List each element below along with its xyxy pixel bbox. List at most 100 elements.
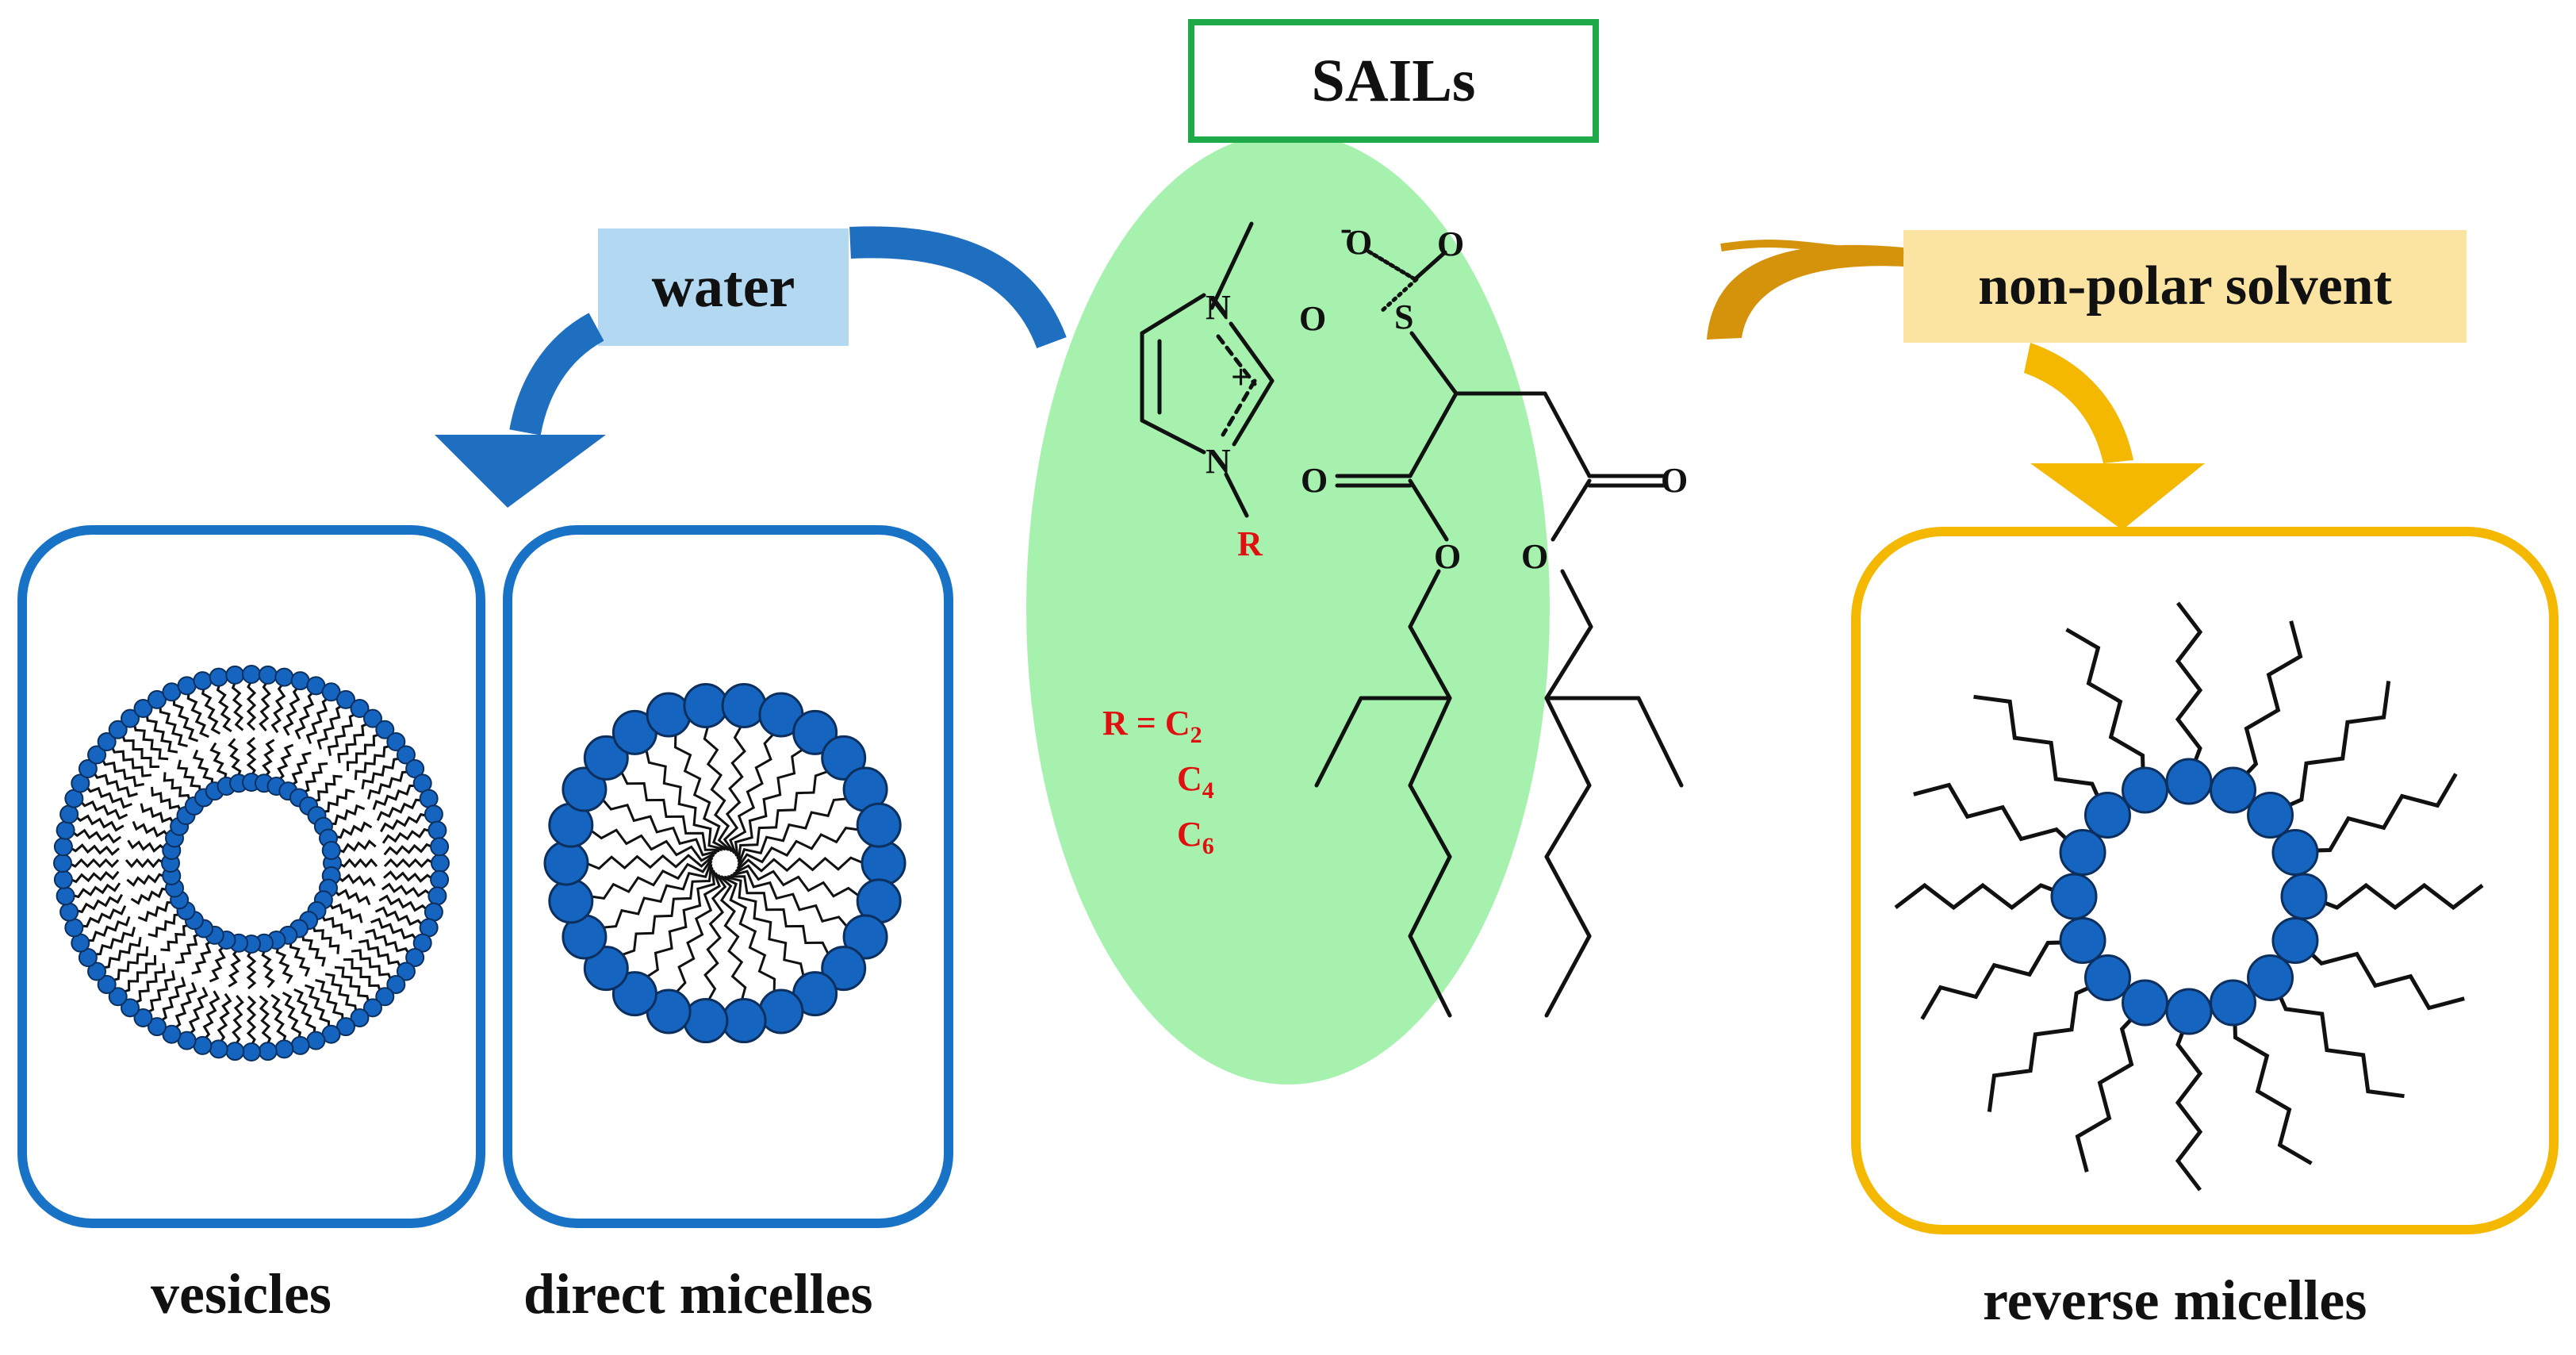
vesicle-outer-tail [282, 991, 302, 1040]
vesicle-outer-tail [172, 697, 199, 743]
atom-o-ester-left: O [1434, 537, 1462, 576]
vesicle-inner-tail [302, 762, 328, 794]
direct-micelle-head [721, 998, 767, 1044]
vesicle-outer-head [225, 665, 245, 685]
molecule-bonds [1140, 221, 1684, 1018]
direct-micelle-tail [723, 724, 746, 854]
vesicle-outer-tail [201, 686, 221, 735]
reverse-micelle-head [2271, 829, 2319, 877]
vesicle-inner-tail [177, 759, 201, 793]
direct-micelle-head [646, 692, 692, 738]
r-sub-2: 2 [1190, 721, 1202, 748]
reverse-micelle-tail [1913, 782, 2081, 853]
vesicle-outer-head [405, 759, 425, 778]
vesicle-outer-tail [75, 893, 124, 914]
direct-micelle-head [842, 914, 888, 960]
reverse-micelle-head [2050, 873, 2098, 920]
vesicle-outer-head [121, 998, 140, 1018]
vesicle-outer-head [274, 1039, 294, 1059]
vesicle-inner-tail [261, 949, 275, 988]
vesicle-outer-head [424, 902, 443, 922]
vesicle-frame [17, 525, 485, 1228]
vesicle-outer-tail [379, 812, 428, 833]
reverse-micelle-head [2209, 979, 2256, 1027]
vesicle-outer-tail [304, 984, 331, 1029]
reverse-micelle-head [2280, 873, 2328, 920]
vesicle-inner-tail [337, 839, 377, 854]
vesicle-inner-tail [228, 738, 242, 777]
vesicle-inner-tail [321, 789, 355, 813]
direct-micelle-tail [703, 872, 727, 1002]
vesicle-outer-tail [294, 690, 315, 740]
vesicle-inner-tail [192, 749, 214, 786]
reverse-micelle-head [2247, 791, 2294, 839]
direct-micelle-tail [737, 797, 849, 866]
vesicle-outer-head [53, 837, 73, 857]
reverse-micelle-tail [2233, 620, 2303, 789]
vesicle-outer-head [121, 708, 140, 728]
atom-r: R [1237, 524, 1263, 563]
vesicle-outer-tail [381, 827, 431, 844]
vesicle-outer-head [290, 1035, 310, 1055]
water-label: water [651, 254, 795, 320]
direct-micelle-tail [601, 860, 713, 929]
direct-micelle-tail [720, 875, 776, 993]
reverse-micelle-tail [2297, 940, 2465, 1011]
vesicle-inner-tail [301, 933, 326, 967]
vesicle-outer-tail [86, 915, 131, 942]
vesicle-outer-tail [361, 757, 401, 790]
vesicle-outer-head [430, 869, 450, 889]
vesicle-inner-tail [130, 887, 169, 905]
r-c6-c: C [1177, 815, 1202, 854]
vesicle-outer-tail [378, 894, 429, 912]
direct-micelle-head [548, 878, 594, 924]
vesicle-outer-tail [246, 680, 257, 731]
vesicle-outer-tail [316, 704, 343, 750]
r-c4: C4 [1177, 762, 1214, 803]
reverse-micelle-tail [2307, 882, 2484, 911]
vesicle-outer-head [225, 1042, 245, 1061]
vesicle-outer-head [133, 699, 153, 719]
direct-micelle-tail [723, 875, 805, 978]
direct-micelle-tail [645, 748, 726, 851]
vesicle-inner-head [321, 841, 341, 861]
vesicle-outer-tail [93, 927, 136, 956]
reverse-micelle-head [2271, 916, 2319, 964]
title-label: SAILs [1311, 47, 1476, 114]
atom-s: S [1394, 297, 1414, 336]
vesicle-outer-head [53, 854, 72, 873]
vesicle-outer-tail [282, 685, 301, 736]
vesicle-outer-tail [324, 973, 358, 1013]
reverse-micelle-head [2209, 766, 2256, 814]
vesicle-outer-tail [365, 928, 411, 955]
reverse-micelle-tail [2271, 980, 2405, 1099]
vesicle-outer-head [59, 804, 79, 824]
vesicle-outer-head [53, 869, 73, 889]
vesicle-outer-head [424, 804, 443, 824]
direct-micelle-head [861, 840, 907, 886]
reverse-micelle-tail [1920, 939, 2080, 1020]
vesicle-outer-tail [68, 858, 120, 869]
vesicle-outer-tail [367, 770, 410, 800]
vesicle-outer-tail [259, 681, 271, 731]
direct-micelle-head [792, 709, 838, 755]
vesicle-outer-tail [372, 784, 417, 811]
reverse-micelle-tail [1987, 978, 2106, 1112]
vesicle-outer-tail [133, 962, 166, 1004]
atom-minus: - [1340, 209, 1352, 248]
direct-micelle-head [758, 988, 804, 1034]
vesicle-inner-tail [338, 858, 378, 869]
vesicle-outer-head [321, 682, 341, 702]
direct-micelle-head [821, 946, 867, 992]
direct-micelle-tail [645, 867, 716, 979]
vesicle-outer-head [162, 1024, 182, 1044]
r-prefix: R = [1102, 704, 1165, 743]
direct-micelle-tail [673, 733, 730, 851]
vesicle-outer-head [56, 886, 75, 906]
vesicle-outer-tail [79, 905, 127, 928]
direct-micelle-tail [736, 826, 861, 869]
vesicle-outer-head [419, 789, 439, 808]
direct-micelle-head [683, 682, 729, 728]
vesicle-outer-head [193, 1035, 213, 1055]
reverse-micelle-drawing [1894, 601, 2484, 1192]
